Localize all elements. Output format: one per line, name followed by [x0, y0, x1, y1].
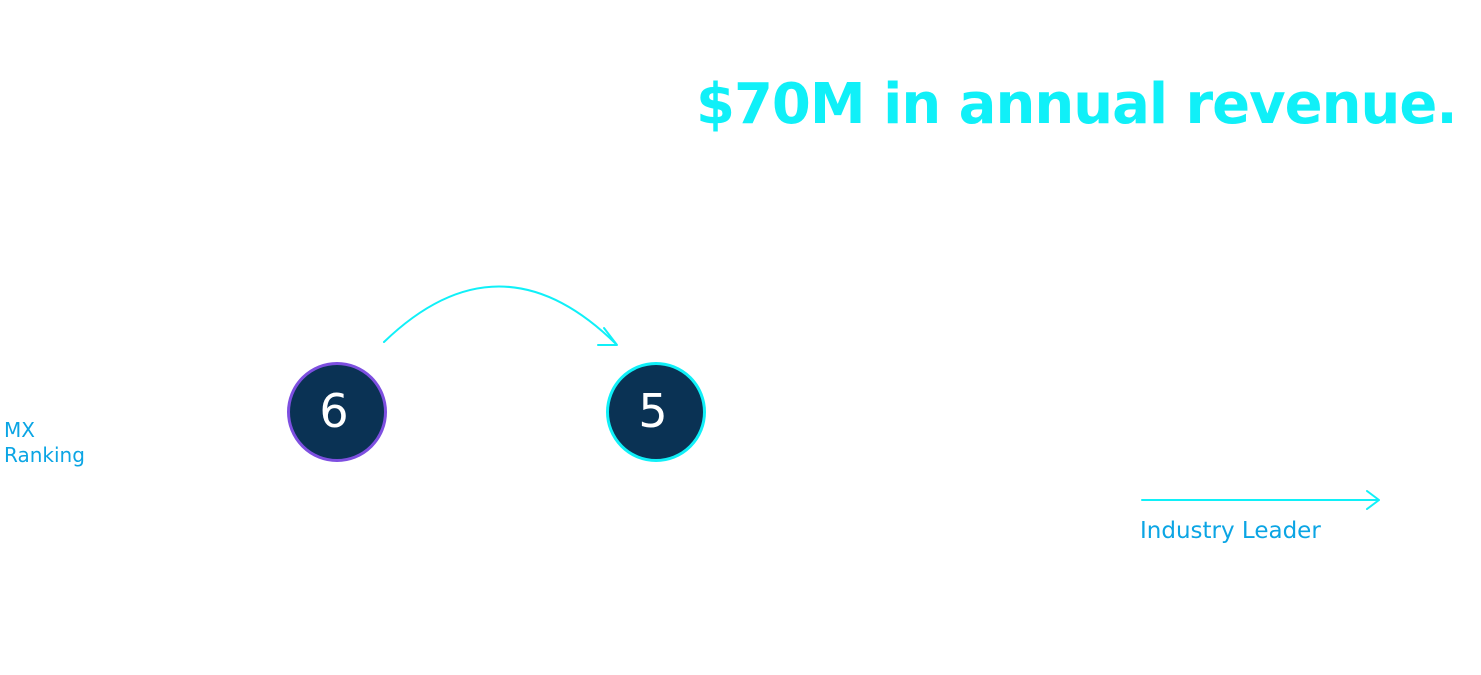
- current-rank-bubble: 5: [606, 362, 706, 462]
- mx-ranking-label-line-2: Ranking: [4, 443, 85, 467]
- rank-change-arc: [383, 285, 617, 345]
- mx-ranking-label: MX Ranking: [4, 418, 85, 468]
- industry-leader-arrow: [1141, 490, 1380, 510]
- industry-leader-label: Industry Leader: [1140, 518, 1321, 544]
- headline: $70M in annual revenue.: [696, 72, 1458, 137]
- previous-rank-bubble: 6: [287, 362, 387, 462]
- mx-ranking-label-line-1: MX: [4, 418, 35, 442]
- previous-rank-value: 6: [319, 384, 349, 438]
- industry-leader-arrowhead: [1366, 490, 1380, 510]
- rank-change-arrow: [383, 285, 618, 346]
- rank-change-arrowhead: [597, 327, 618, 346]
- current-rank-value: 5: [638, 384, 668, 438]
